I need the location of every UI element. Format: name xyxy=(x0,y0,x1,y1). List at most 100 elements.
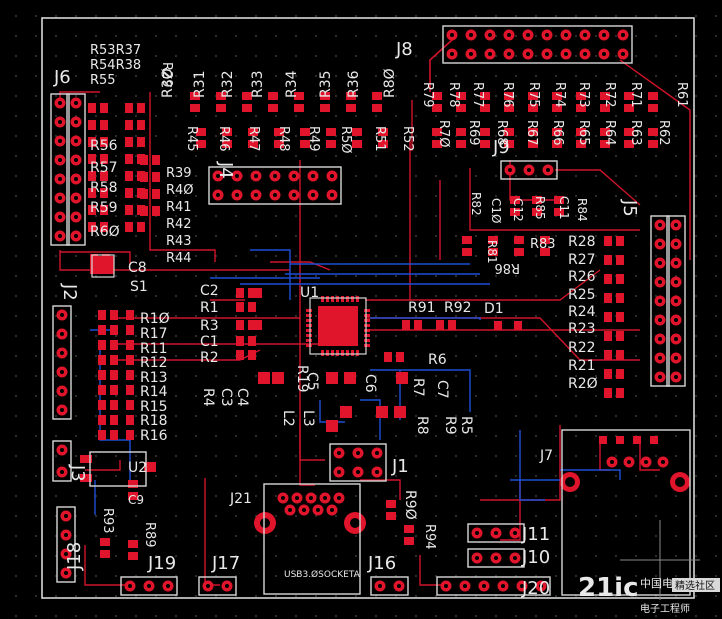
r-row2b-pad xyxy=(648,128,658,136)
drill-hole xyxy=(58,139,62,143)
drill-hole xyxy=(350,518,360,528)
label-r73: R73 xyxy=(576,82,591,108)
label-r32: R32 xyxy=(220,70,236,98)
r-block-pad xyxy=(126,325,134,335)
drill-hole xyxy=(602,52,606,56)
r-cluster-pad xyxy=(514,248,524,256)
passive-pad xyxy=(340,406,352,418)
drill-hole xyxy=(58,215,62,219)
j11-outline xyxy=(467,523,525,543)
label-c7: C7 xyxy=(434,380,450,399)
label-r57: R57 xyxy=(90,160,118,176)
r-block-pad xyxy=(98,370,106,380)
r-top-pad xyxy=(320,92,330,100)
drill-hole xyxy=(225,584,229,588)
drill-hole xyxy=(64,514,68,518)
j7-pin xyxy=(616,436,624,444)
j10-outline xyxy=(467,548,525,568)
u1-pin xyxy=(321,296,324,302)
r-row2b-pad xyxy=(456,128,466,136)
drill-hole xyxy=(674,280,678,284)
r-top-pad xyxy=(242,92,252,100)
trace xyxy=(60,251,131,265)
r-row2-pad xyxy=(352,128,362,136)
drill-hole xyxy=(658,356,662,360)
r-top-pad xyxy=(242,104,252,112)
passive-pad xyxy=(394,406,406,418)
r-left-pad xyxy=(88,137,96,147)
r-row2b-pad xyxy=(576,128,586,136)
trace xyxy=(59,250,290,271)
label-r68: R68 xyxy=(494,120,509,146)
r-block-pad xyxy=(110,415,118,425)
label-r83: R83 xyxy=(530,237,556,252)
r-right-pad xyxy=(616,236,624,246)
label-r52: R52 xyxy=(400,126,415,152)
drill-hole xyxy=(658,318,662,322)
passive-pad xyxy=(396,372,408,384)
r-right-pad xyxy=(616,274,624,284)
c-r-pad xyxy=(236,302,244,312)
r-block-pad xyxy=(126,340,134,350)
r-mid-pad xyxy=(152,155,160,165)
drill-hole xyxy=(658,223,662,227)
label-r78: R78 xyxy=(446,82,461,108)
r-left-pad xyxy=(125,137,133,147)
r-right-pad xyxy=(616,255,624,265)
watermark-cn-tag: 电子工程师 xyxy=(640,602,690,615)
j2-outline xyxy=(52,305,72,420)
r-row2b-pad xyxy=(456,140,466,148)
trace xyxy=(560,469,621,480)
drill-hole xyxy=(60,351,64,355)
drill-hole xyxy=(475,556,479,560)
label-u1: U1 xyxy=(300,285,319,301)
drill-hole xyxy=(546,168,550,172)
r-top2-pad xyxy=(528,104,538,112)
drill-hole xyxy=(337,496,341,500)
label-r1: R1 xyxy=(200,300,219,316)
r-block-pad xyxy=(110,400,118,410)
u1-pin xyxy=(364,314,370,317)
drill-hole xyxy=(58,234,62,238)
drill-hole xyxy=(58,158,62,162)
label-c9: C9 xyxy=(128,493,144,507)
r-top2-pad xyxy=(504,104,514,112)
r-right-pad xyxy=(604,331,612,341)
drill-hole xyxy=(60,470,64,474)
r-left-pad xyxy=(88,120,96,130)
r-left-pad xyxy=(100,205,108,215)
label-r50: R5Ø xyxy=(338,126,353,154)
label-r23: R23 xyxy=(568,321,596,337)
drill-hole xyxy=(206,584,210,588)
label-r79: R79 xyxy=(420,82,435,108)
label-c6: C6 xyxy=(362,374,378,393)
r-top2-pad xyxy=(600,104,610,112)
label-r22: R22 xyxy=(568,340,596,356)
drill-hole xyxy=(74,196,78,200)
drill-hole xyxy=(564,33,568,37)
r-left-pad xyxy=(125,188,133,198)
label-r34: R34 xyxy=(284,70,300,98)
drill-hole xyxy=(64,552,68,556)
u1-pin xyxy=(351,350,354,356)
j7-pin xyxy=(633,436,641,444)
r-cluster-pad xyxy=(540,248,550,256)
trace xyxy=(299,420,315,486)
label-s1: S1 xyxy=(130,279,148,295)
passive-pad xyxy=(376,406,388,418)
u1-pin xyxy=(306,309,312,312)
drill-hole xyxy=(526,33,530,37)
label-usb: USB3.ØSOCKETA xyxy=(284,569,361,580)
label-j6: J6 xyxy=(53,67,71,88)
label-c10: C1Ø xyxy=(489,198,503,223)
passive-pad xyxy=(326,420,338,432)
drill-hole xyxy=(64,533,68,537)
r-left-pad xyxy=(137,137,145,147)
c8-pad xyxy=(102,254,110,264)
label-r58: R58 xyxy=(90,180,118,196)
drill-hole xyxy=(508,168,512,172)
r-row2-pad xyxy=(300,128,310,136)
r-block-pad xyxy=(98,340,106,350)
trace xyxy=(555,169,641,206)
